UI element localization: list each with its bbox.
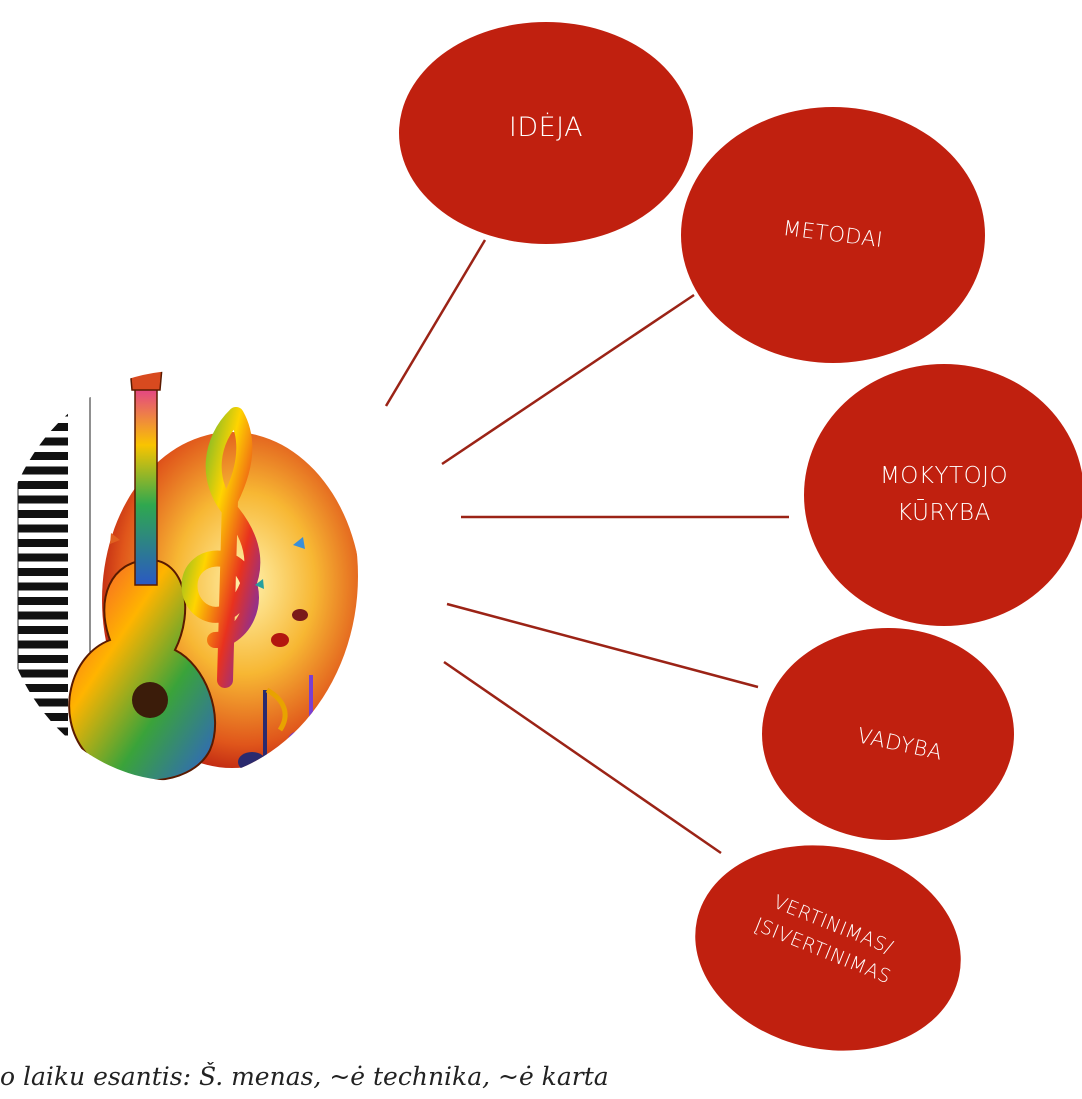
node-mokytojo-kuryba-label: MOKYTOJO KŪRYBA (844, 458, 1044, 532)
piano-black-key (18, 495, 68, 504)
piano-black-key (18, 481, 68, 489)
music-instruments-collage-icon (17, 371, 358, 781)
butterfly-icon (110, 533, 305, 589)
node-circles (399, 22, 1082, 1051)
node-mokytojo-kuryba-circle (804, 364, 1082, 626)
piano-black-key (18, 698, 68, 707)
connector-ideja (384, 239, 487, 407)
piano-black-key (18, 713, 68, 721)
piano-black-key (18, 510, 68, 518)
piano-black-key (18, 539, 68, 547)
node-metodai-circle (681, 107, 985, 363)
connector-vertinimas (443, 660, 722, 855)
node-mokytojo-kuryba-line2: KŪRYBA (897, 500, 991, 526)
piano-black-key (18, 466, 68, 475)
piano-black-key (18, 611, 68, 620)
treble-clef-icon (181, 407, 261, 688)
piano-black-key (18, 727, 68, 736)
node-mokytojo-kuryba-line1: MOKYTOJO (879, 463, 1009, 489)
node-vertinimas-circle (695, 845, 961, 1051)
connector-metodai (441, 293, 695, 466)
piano-black-key (18, 597, 68, 605)
connector-vadyba (446, 602, 759, 689)
piano-black-key (18, 568, 68, 576)
piano-black-key (18, 640, 68, 649)
piano-black-key (18, 684, 68, 692)
piano-black-key (18, 669, 68, 678)
node-ideja-label: IDĖJA (446, 112, 646, 143)
piano-black-key (18, 553, 68, 562)
piano-black-key (18, 655, 68, 663)
piano-black-key (18, 394, 68, 402)
piano-black-key (18, 524, 68, 533)
piano-black-key (18, 626, 68, 634)
node-ideja-text: IDĖJA (508, 112, 584, 143)
piano-black-key (18, 437, 68, 446)
connector-lines (384, 239, 789, 855)
piano-black-key (18, 742, 68, 750)
node-ideja-circle (399, 22, 693, 244)
piano-black-key (18, 452, 68, 460)
piano-black-key (18, 408, 68, 417)
piano-black-key (18, 582, 68, 591)
node-vadyba-circle (762, 628, 1014, 840)
piano-black-key (18, 423, 68, 431)
caption-text: o laiku esantis: Š. menas, ~ė technika, … (0, 1062, 609, 1091)
